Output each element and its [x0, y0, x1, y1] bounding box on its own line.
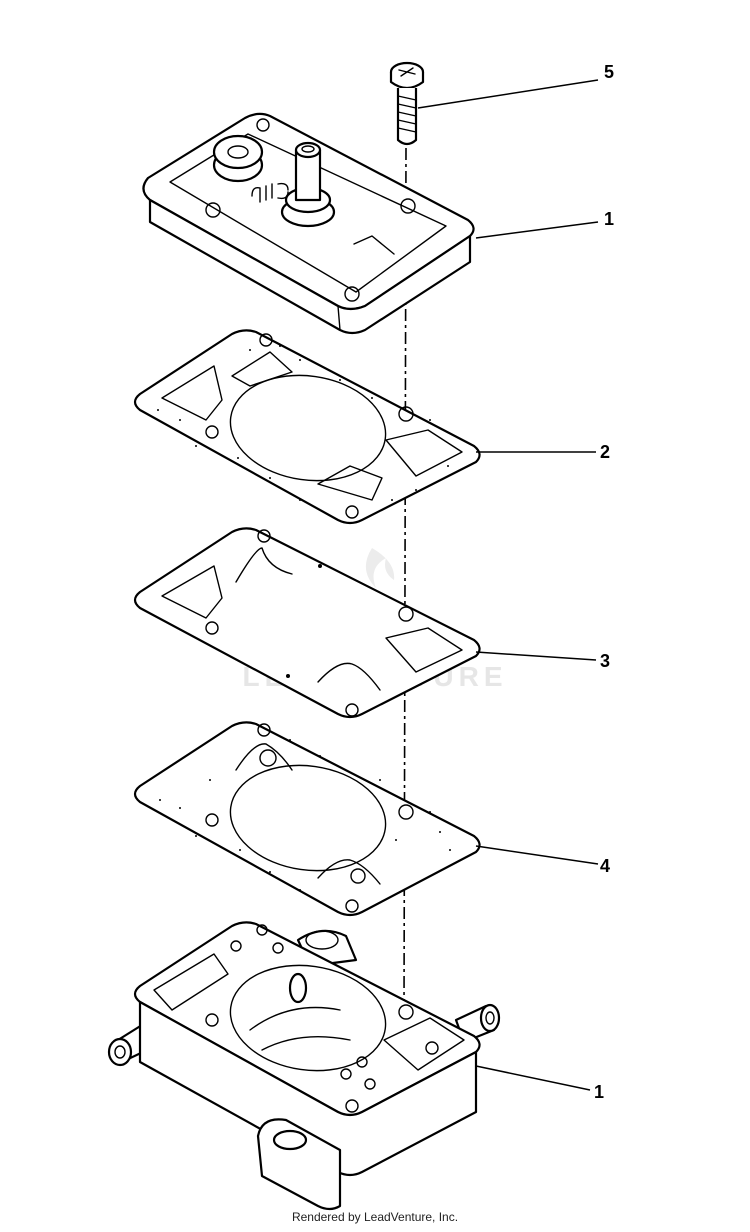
lower-gasket: [133, 721, 481, 917]
diaphragm: [133, 527, 481, 719]
gasket-speckle: [157, 345, 449, 501]
callout-4: 4: [600, 856, 610, 876]
rendered-by-footer: Rendered by LeadVenture, Inc.: [291, 1210, 459, 1224]
bottom-pump-body: [107, 921, 501, 1211]
callout-2: 2: [600, 442, 610, 462]
gasket-speckle-lower: [159, 739, 451, 893]
callout-5: 5: [604, 62, 614, 82]
screw-part: [389, 61, 425, 146]
upper-gasket: [133, 329, 481, 525]
callout-1-bottom: 1: [594, 1082, 604, 1102]
leader-lines: [417, 79, 599, 1091]
callout-3: 3: [600, 651, 610, 671]
top-pump-body: [142, 112, 475, 335]
callout-1-top: 1: [604, 209, 614, 229]
